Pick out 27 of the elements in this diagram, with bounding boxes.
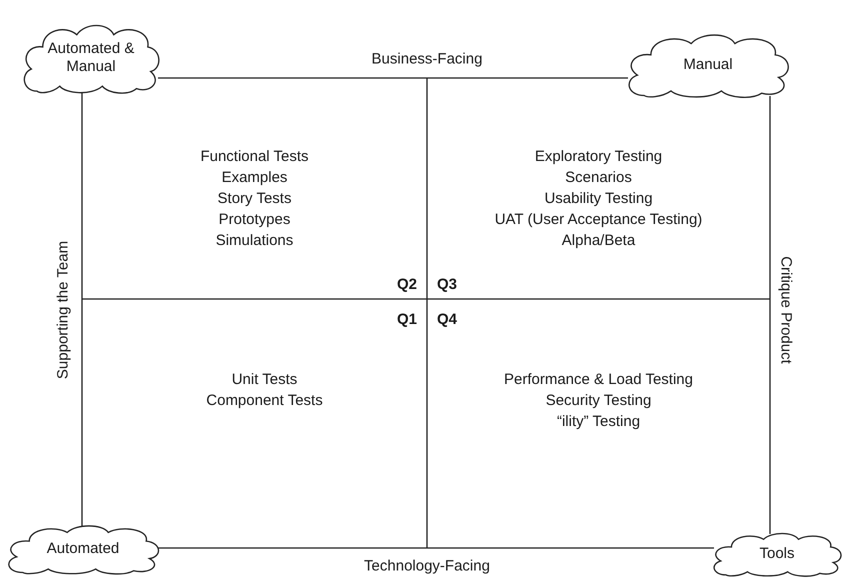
test-type-item: Scenarios <box>565 168 632 188</box>
cloud-label: Tools <box>759 545 795 563</box>
cloud-label: Automated & Manual <box>46 40 136 76</box>
cloud-label: Manual <box>683 56 733 74</box>
test-type-item: UAT (User Acceptance Testing) <box>494 210 702 230</box>
axis-line <box>158 547 714 549</box>
test-type-item: Functional Tests <box>200 147 309 167</box>
test-type-item: Performance & Load Testing <box>504 370 693 390</box>
axis-line <box>81 92 83 526</box>
test-type-item: Simulations <box>216 231 294 251</box>
quadrant-label: Q2 <box>396 276 417 293</box>
axis-line <box>158 77 628 79</box>
quadrant-label: Q3 <box>437 276 458 293</box>
test-type-item: “ility” Testing <box>556 412 640 432</box>
test-type-item: Usability Testing <box>544 189 653 209</box>
test-type-item: Alpha/Beta <box>562 231 636 251</box>
quadrant-label: Q4 <box>437 311 458 328</box>
test-type-item: Exploratory Testing <box>534 147 662 167</box>
test-type-item: Component Tests <box>206 391 323 411</box>
test-type-item: Security Testing <box>546 391 652 411</box>
test-type-item: Prototypes <box>218 210 290 230</box>
cloud-label: Automated <box>46 540 120 558</box>
quadrant-label: Q1 <box>396 311 417 328</box>
test-type-item: Examples <box>222 168 288 188</box>
test-type-item: Unit Tests <box>232 370 298 390</box>
test-type-item: Story Tests <box>218 189 292 209</box>
axis-line <box>769 96 771 534</box>
